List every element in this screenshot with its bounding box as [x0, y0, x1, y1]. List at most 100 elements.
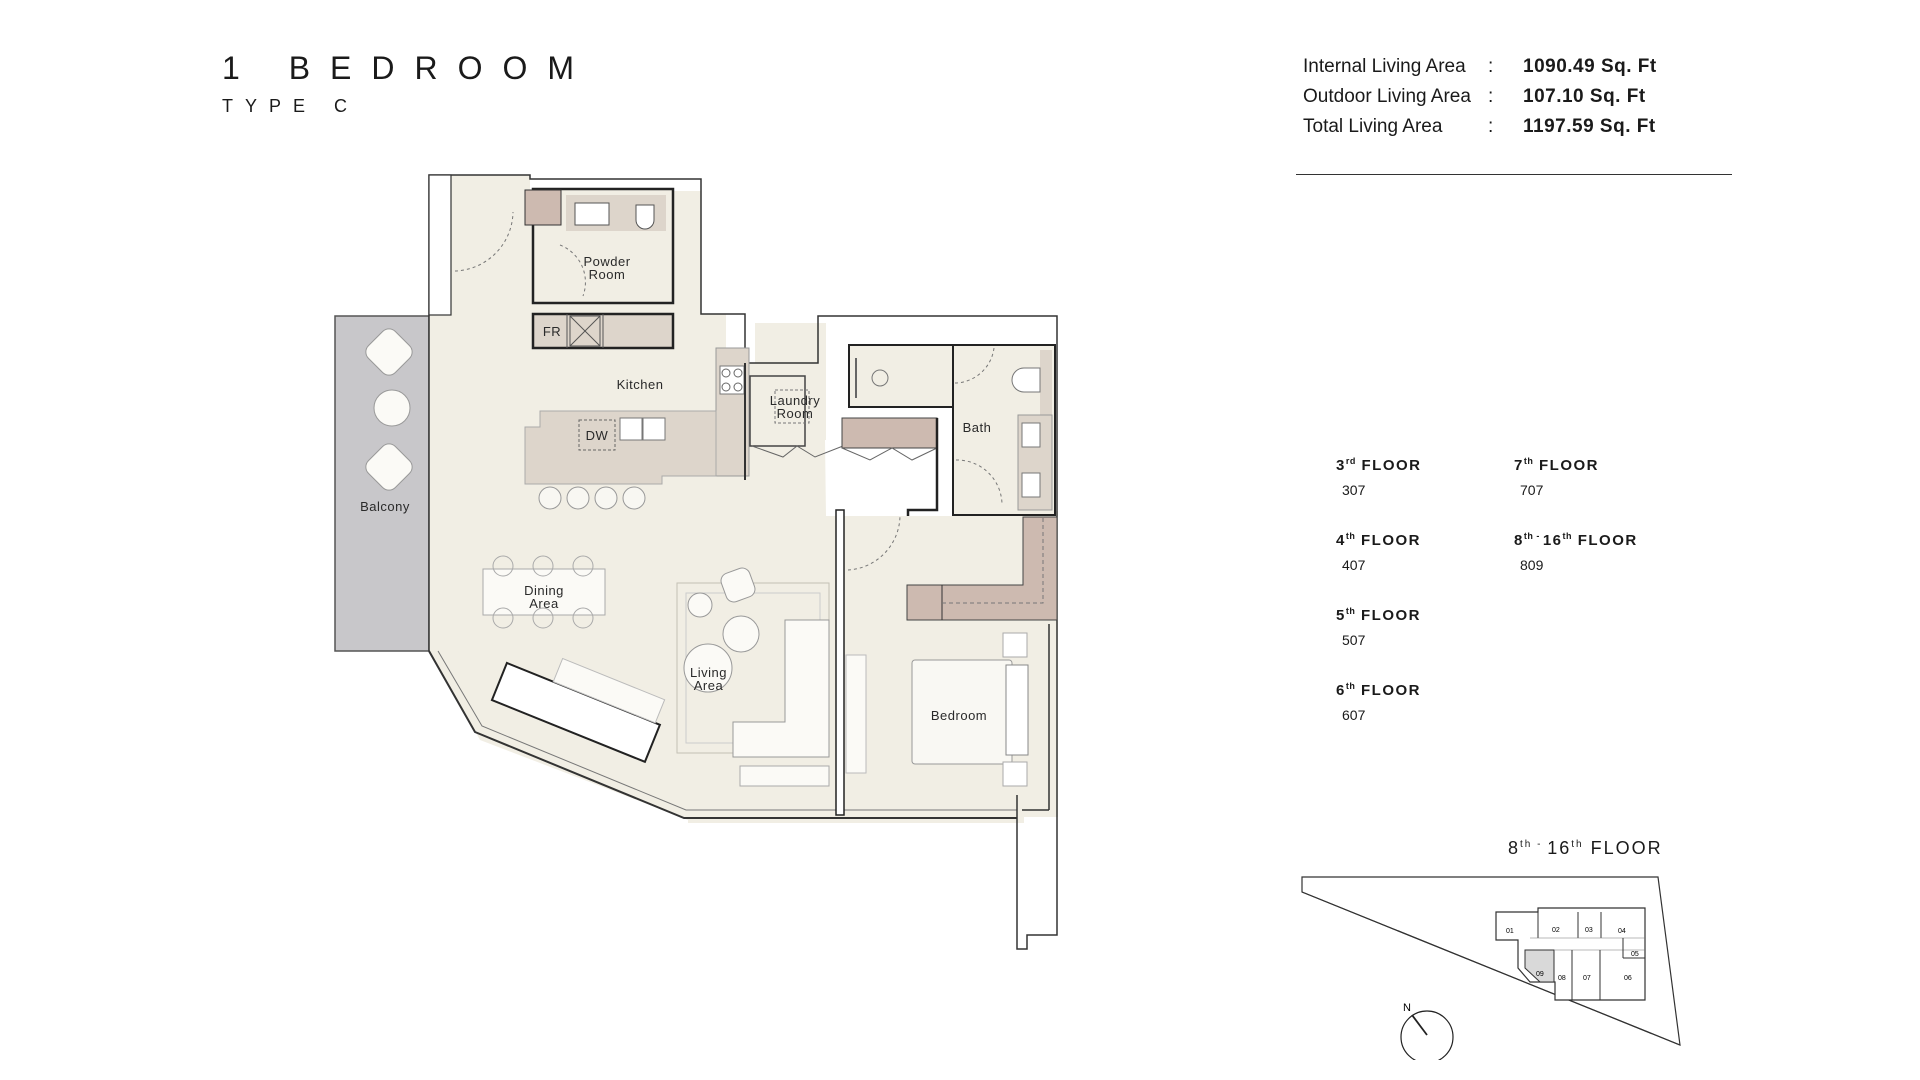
north-arrow-icon — [1400, 1010, 1454, 1060]
area-value: 1197.59 Sq. Ft — [1523, 116, 1656, 137]
unit-label: 09 — [1536, 971, 1544, 978]
room-label-bedroom: Bedroom — [930, 708, 988, 723]
double-sink-icon — [619, 417, 643, 441]
balcony-table — [373, 389, 411, 427]
floor-item-4: 4th FLOOR 407 — [1336, 531, 1421, 573]
plan-subtitle: TYPE C — [222, 96, 360, 116]
shower-room — [848, 344, 954, 408]
washer-icon — [774, 389, 810, 424]
plan-title: 1 BEDROOM — [222, 50, 595, 86]
dishwasher-icon — [578, 419, 616, 451]
bifold-door-icon — [751, 445, 844, 458]
armchair — [720, 567, 756, 603]
bedroom-door-swing-icon — [847, 514, 901, 571]
unit-label: 06 — [1624, 975, 1632, 982]
floor-item-6: 6th FLOOR 607 — [1336, 681, 1421, 723]
door-swing-icon — [954, 347, 995, 384]
unit-number: 507 — [1342, 632, 1366, 648]
area-summary: Internal Living Area : 1090.49 Sq. Ft Ou… — [1303, 52, 1657, 142]
unit-label: 07 — [1583, 975, 1591, 982]
sink-icon — [1021, 472, 1041, 498]
unit-number: 707 — [1520, 482, 1544, 498]
dining-chair — [532, 607, 554, 629]
coffee-table — [683, 643, 733, 693]
floor-item-7: 7th FLOOR 707 — [1514, 456, 1599, 498]
area-row-internal: Internal Living Area : 1090.49 Sq. Ft — [1303, 52, 1657, 82]
door-swing-icon — [955, 459, 1003, 506]
floor-item-5: 5th FLOOR 507 — [1336, 606, 1421, 648]
floor-label: 3rd FLOOR — [1336, 456, 1422, 474]
north-label: N — [1403, 1002, 1411, 1014]
area-value: 107.10 Sq. Ft — [1523, 86, 1646, 107]
hall-wardrobe — [841, 417, 938, 449]
keyplan-title: 8th - 16th FLOOR — [1508, 838, 1663, 858]
bar-stool — [622, 486, 646, 510]
glazing-inner — [437, 650, 1017, 811]
window-seat — [490, 657, 666, 764]
storage-cabinet — [524, 189, 562, 226]
floor-item-8-16: 8th - 16th FLOOR 809 — [1514, 531, 1638, 573]
dining-chair — [492, 555, 514, 577]
sectional-sofa — [732, 619, 830, 758]
unit-label: 03 — [1585, 927, 1593, 934]
bar-stool — [538, 486, 562, 510]
side-table — [722, 615, 760, 653]
cooktop-icon — [719, 365, 745, 395]
entry-door-swing-icon — [454, 211, 514, 272]
unit-label: 02 — [1552, 927, 1560, 934]
kitchen-island — [524, 410, 717, 485]
toilet-icon — [635, 204, 655, 230]
building-footprint — [1495, 907, 1646, 1001]
unit-number: 607 — [1342, 707, 1366, 723]
area-colon: : — [1488, 86, 1494, 107]
area-label: Outdoor Living Area — [1303, 86, 1471, 107]
room-label-balcony: Balcony — [360, 499, 410, 514]
bifold-door-icon — [841, 447, 938, 461]
area-row-total: Total Living Area : 1197.59 Sq. Ft — [1303, 112, 1657, 142]
key-plan: 01 02 03 04 05 06 07 08 09 N — [1301, 876, 1681, 1060]
label-dishwasher: DW — [585, 428, 609, 443]
floor-label: 7th FLOOR — [1514, 456, 1600, 474]
side-table — [687, 592, 713, 618]
bar-stool — [566, 486, 590, 510]
door-swing-icon — [559, 244, 586, 297]
unit-number: 407 — [1342, 557, 1366, 573]
area-row-outdoor: Outdoor Living Area : 107.10 Sq. Ft — [1303, 82, 1657, 112]
dining-chair — [532, 555, 554, 577]
outer-wall — [428, 174, 1058, 950]
unit-label: 04 — [1618, 928, 1626, 935]
bedroom-wardrobe — [906, 516, 1058, 621]
floor-label: 8th - 16th FLOOR — [1514, 531, 1638, 549]
ventilation-icon — [569, 315, 601, 347]
area-label: Total Living Area — [1303, 116, 1443, 137]
balcony-chair — [365, 443, 413, 491]
tv-console — [845, 654, 867, 774]
label-fridge: FR — [542, 324, 562, 339]
room-label-kitchen: Kitchen — [616, 377, 664, 392]
unit-label: 05 — [1631, 951, 1639, 958]
floor-label: 6th FLOOR — [1336, 681, 1422, 699]
entry-wall — [428, 174, 452, 316]
bar-stool — [594, 486, 618, 510]
dining-chair — [572, 607, 594, 629]
area-colon: : — [1488, 116, 1494, 137]
floor-label: 5th FLOOR — [1336, 606, 1422, 624]
sink-icon — [574, 202, 610, 226]
sofa-back — [739, 765, 830, 787]
bedroom-partition-wall — [835, 509, 845, 816]
unit-label: 08 — [1558, 975, 1566, 982]
floor-label: 4th FLOOR — [1336, 531, 1422, 549]
unit-number: 809 — [1520, 557, 1544, 573]
area-colon: : — [1488, 56, 1494, 77]
glazing-wall — [428, 650, 1017, 819]
nightstand — [1002, 632, 1028, 658]
shower-head-icon — [871, 369, 889, 387]
room-label-bath: Bath — [962, 420, 992, 435]
unit-number: 307 — [1342, 482, 1366, 498]
pillows — [1005, 664, 1029, 756]
dining-chair — [572, 555, 594, 577]
